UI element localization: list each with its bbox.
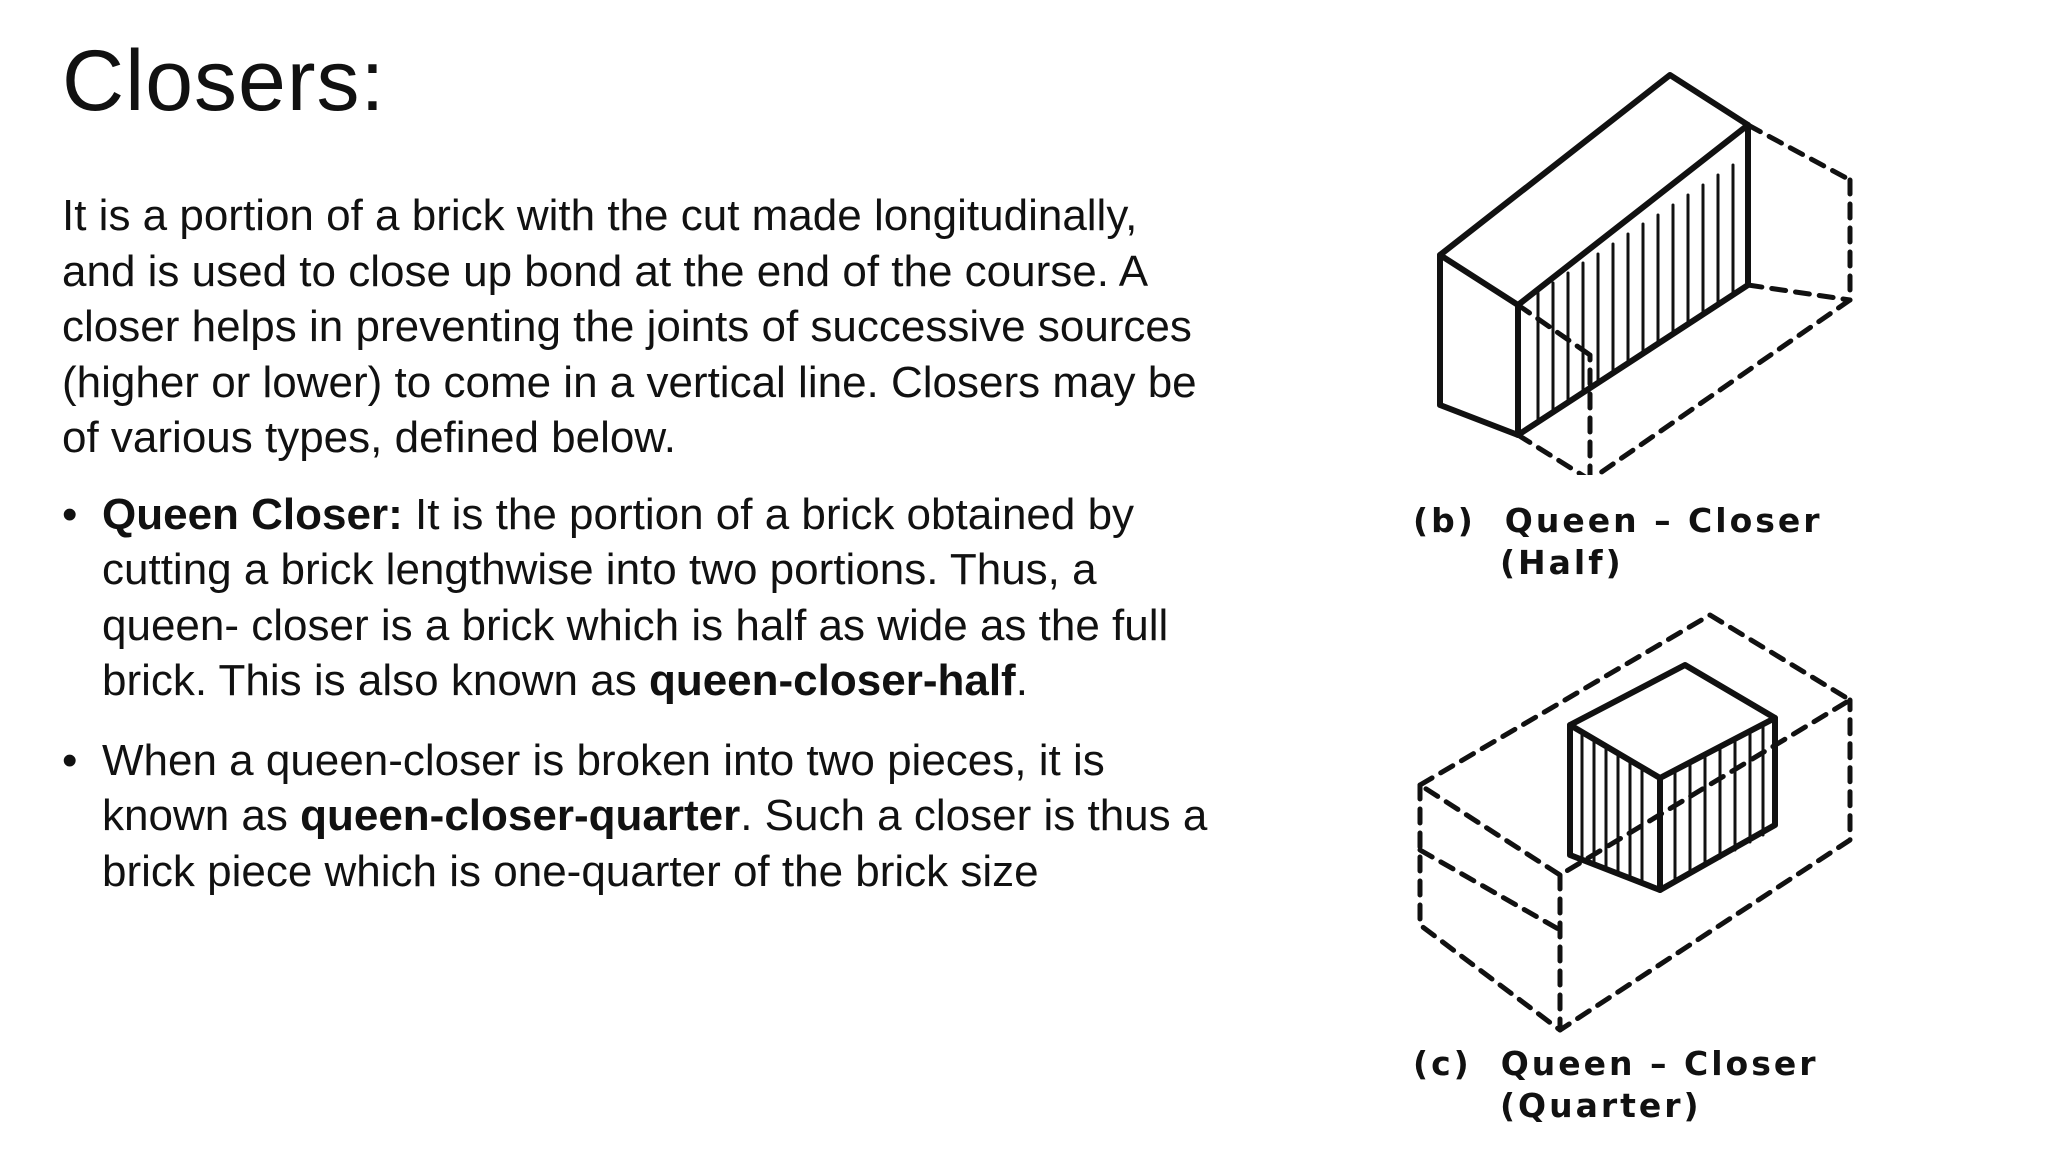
dashed-outline bbox=[1515, 122, 1853, 475]
hatching bbox=[1580, 722, 1765, 885]
hatching bbox=[1536, 163, 1735, 425]
bullet-marker: • bbox=[62, 489, 78, 539]
bullet-marker: • bbox=[62, 735, 78, 785]
term-queen-closer: Queen Closer: bbox=[102, 489, 403, 539]
queen-closer-half-diagram bbox=[1437, 72, 1853, 475]
caption-queen-closer-quarter: (c) Queen – Closer (Quarter) bbox=[1413, 1044, 1819, 1125]
bullet-text: When a queen-closer is broken into two p… bbox=[102, 735, 1105, 841]
intro-paragraph: It is a portion of a brick with the cut … bbox=[62, 191, 1197, 462]
bullet-text-end: . Such a closer is thus a brick piece wh… bbox=[102, 791, 1208, 896]
queen-closer-quarter-diagram bbox=[1417, 612, 1853, 1033]
term-queen-closer-quarter: queen-closer-quarter bbox=[300, 791, 741, 840]
bullet-list: • Queen Closer: It is the portion of a b… bbox=[62, 487, 1222, 900]
term-queen-closer-half: queen-closer-half bbox=[648, 656, 1016, 705]
body-text: It is a portion of a brick with the cut … bbox=[62, 188, 1222, 923]
slide-title: Closers: bbox=[62, 33, 386, 129]
bullet-queen-closer-quarter: • When a queen-closer is broken into two… bbox=[62, 733, 1222, 900]
block-top-face bbox=[1567, 662, 1778, 781]
dashed-outline bbox=[1417, 612, 1853, 1033]
bullet-queen-closer: • Queen Closer: It is the portion of a b… bbox=[62, 487, 1222, 709]
caption-queen-closer-half: (b) Queen – Closer (Half) bbox=[1413, 501, 1823, 582]
bullet-text: It is the portion of a brick obtained by… bbox=[102, 489, 1169, 706]
bullet-text-end: . bbox=[1015, 656, 1028, 705]
